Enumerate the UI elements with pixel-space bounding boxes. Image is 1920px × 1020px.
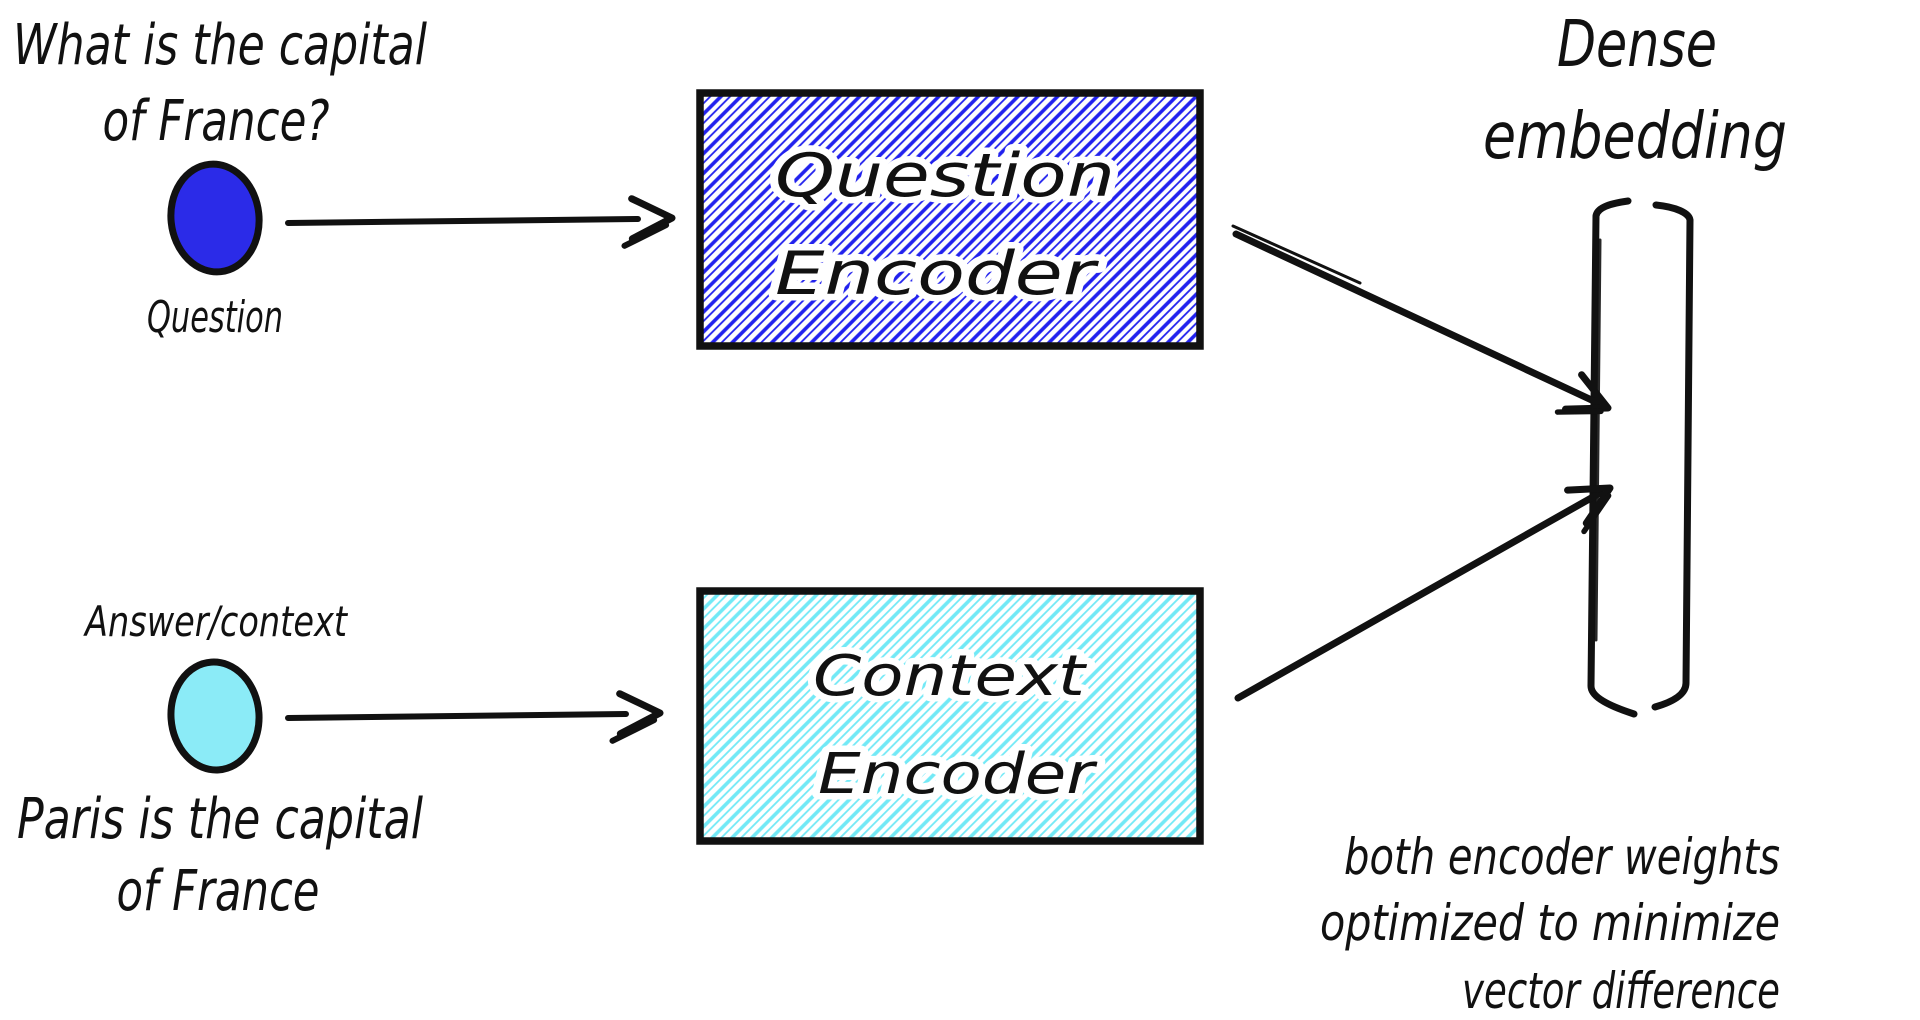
question-encoder-line2: Encoder: [775, 239, 1099, 309]
context-input-arrowhead: [609, 690, 664, 744]
question-encoder-box: [696, 89, 1204, 350]
bracket-left-double-stroke: [1594, 238, 1602, 642]
context-embedding-arrowhead: [1564, 484, 1614, 535]
context-encoder-box: [696, 587, 1204, 845]
arrowhead-v: [1562, 371, 1612, 413]
arrowhead-v: [1564, 484, 1614, 527]
note-line2: optimized to minimize: [1320, 894, 1780, 952]
arrowhead-extra-stroke: [1581, 492, 1612, 535]
context-dot: [167, 658, 263, 774]
arrowhead-extra-stroke: [1554, 408, 1604, 415]
context-dot-label: Answer/context: [83, 597, 349, 646]
arrowhead-extra-stroke: [609, 717, 658, 744]
question-dot-label: Question: [147, 292, 283, 343]
embedding-vector-bracket: [1587, 197, 1694, 718]
context-input-arrow: [285, 690, 664, 744]
question-embedding-arrow-sketch-stroke: [1231, 224, 1362, 285]
question-embedding-arrowhead: [1554, 371, 1612, 415]
question-input-arrow: [285, 195, 676, 249]
context-input-arrow-shaft: [285, 711, 629, 721]
question-embedding-arrow: [1231, 224, 1612, 415]
question-input-arrow-shaft: [285, 216, 641, 226]
arrowhead-v: [628, 195, 676, 243]
context-embedding-arrow-shaft: [1234, 489, 1604, 702]
arrowhead-extra-stroke: [621, 222, 670, 249]
context-encoder-line1: Context: [813, 644, 1088, 709]
dense-embedding-title-line2: embedding: [1483, 100, 1787, 174]
context-embedding-arrow: [1234, 484, 1614, 702]
question-input-line1: What is the capital: [13, 13, 427, 78]
question-dot: [167, 160, 263, 276]
bracket-left: [1587, 197, 1638, 718]
context-encoder-line2: Encoder: [818, 742, 1098, 807]
question-input-arrowhead: [621, 195, 676, 249]
note-line3: vector difference: [1462, 962, 1780, 1020]
context-input-line1: Paris is the capital: [17, 787, 423, 852]
arrowhead-v: [616, 690, 664, 738]
context-input-line2: of France: [117, 859, 320, 924]
note-line1: both encoder weights: [1344, 828, 1780, 886]
question-input-line2: of France?: [103, 89, 330, 154]
question-embedding-arrow-shaft: [1232, 230, 1602, 407]
dense-embedding-title-line1: Dense: [1557, 8, 1717, 82]
bracket-right: [1651, 201, 1694, 711]
question-encoder-line1: Question: [775, 141, 1115, 211]
